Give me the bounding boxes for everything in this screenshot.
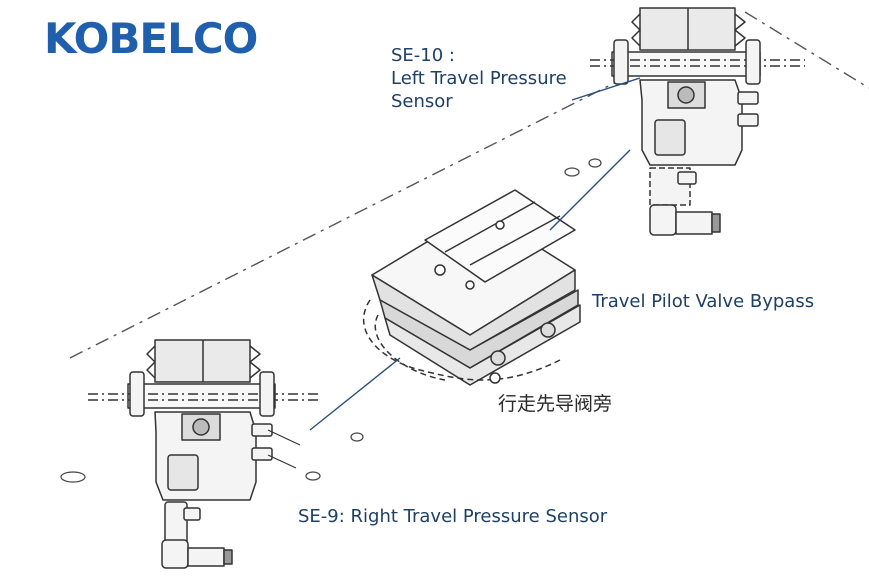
se10-label-line1: SE-10 : [391,45,455,66]
frame-outline [69,11,869,359]
kobelco-logo: KOBELCO [44,14,258,63]
leader-bypass-bottom [309,357,401,431]
pressure-sensor-right-icon [88,339,320,569]
bypass-label-en: Travel Pilot Valve Bypass [592,291,815,312]
se10-label-line3: Sensor [391,91,453,112]
leader-bypass-top [549,149,631,231]
se10-label-line2: Left Travel Pressure [391,68,567,89]
se9-connector-lines [267,429,301,469]
se10-label: SE-10 : Left Travel Pressure Sensor [391,44,567,113]
pressure-sensor-left-icon [590,7,805,236]
se9-label: SE-9: Right Travel Pressure Sensor [298,506,608,527]
leader-lines [309,77,641,431]
bypass-valve-block-icon [363,189,581,386]
bypass-label-cn: 行走先导阀旁 [498,393,613,415]
floor-ports [60,158,602,483]
leader-se10 [571,77,641,101]
